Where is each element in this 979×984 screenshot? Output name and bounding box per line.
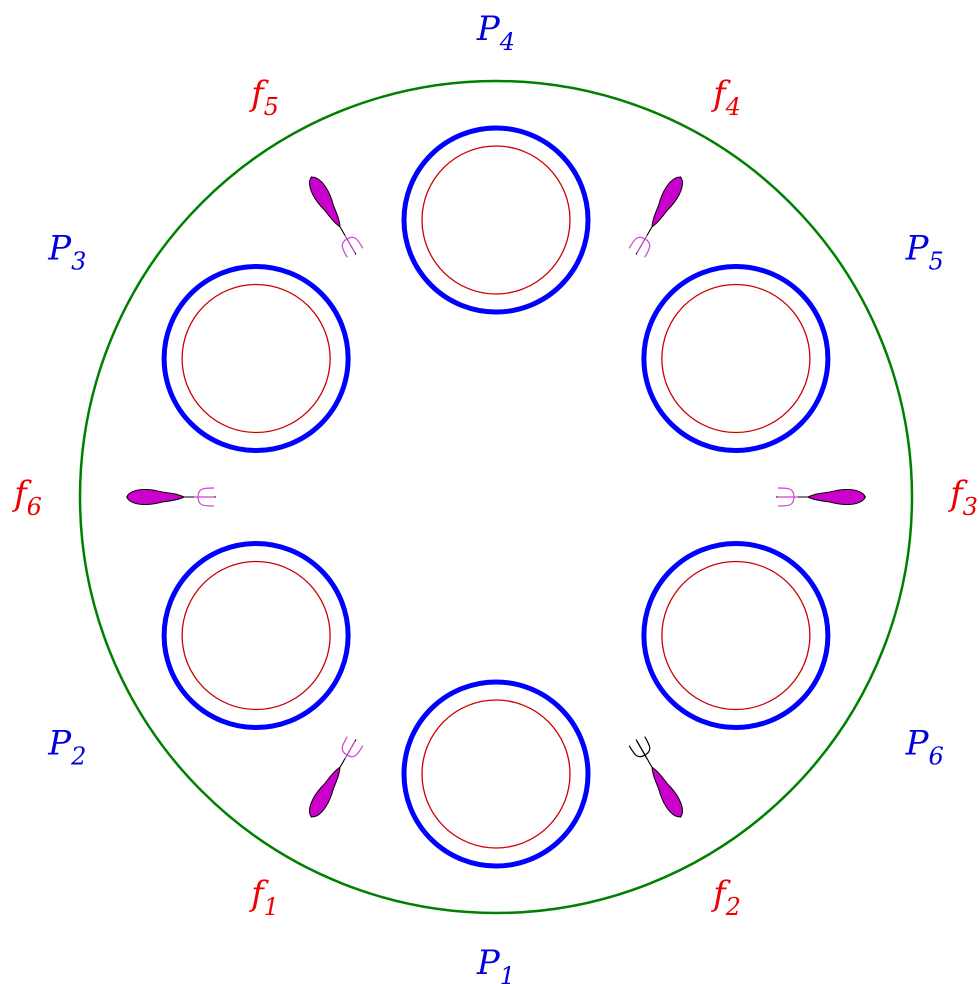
plate-center bbox=[661, 283, 811, 434]
fork-f3-icon bbox=[776, 487, 866, 507]
plate-rim bbox=[641, 264, 831, 453]
label-letter: P bbox=[476, 9, 501, 49]
plate-center bbox=[181, 283, 331, 434]
plate-rim bbox=[161, 264, 351, 453]
philosopher-label-p5: P5 bbox=[905, 229, 944, 276]
table-circle bbox=[78, 79, 914, 915]
plate-p6 bbox=[641, 541, 831, 730]
fork-f4-icon bbox=[628, 176, 683, 258]
label-index: 6 bbox=[27, 493, 42, 521]
label-letter: P bbox=[47, 229, 72, 269]
label-letter: P bbox=[905, 229, 930, 269]
fork-label-f2: f2 bbox=[710, 874, 741, 921]
philosopher-label-p1: P1 bbox=[476, 943, 515, 984]
label-index: 5 bbox=[928, 248, 943, 276]
label-index: 3 bbox=[963, 493, 978, 521]
label-index: 2 bbox=[725, 893, 741, 921]
plate-p4 bbox=[401, 125, 591, 315]
label-index: 4 bbox=[499, 28, 515, 56]
plate-p1 bbox=[401, 679, 591, 869]
plate-p2 bbox=[161, 541, 351, 730]
fork-f2-icon bbox=[628, 736, 683, 818]
plate-p3 bbox=[161, 264, 351, 453]
philosopher-label-p3: P3 bbox=[47, 229, 86, 276]
label-letter: P bbox=[47, 724, 72, 764]
fork-label-f4: f4 bbox=[710, 74, 741, 121]
label-letter: P bbox=[476, 943, 501, 983]
label-letter: P bbox=[905, 724, 930, 764]
fork-f6-icon bbox=[126, 487, 216, 507]
plate-rim bbox=[401, 125, 591, 315]
fork-f5-icon bbox=[309, 176, 364, 258]
fork-label-f1: f1 bbox=[248, 874, 279, 921]
label-index: 5 bbox=[264, 93, 279, 121]
philosopher-label-p2: P2 bbox=[47, 724, 86, 771]
philosopher-label-p4: P4 bbox=[476, 9, 515, 56]
label-index: 1 bbox=[500, 962, 515, 984]
plate-center bbox=[661, 560, 811, 711]
fork-label-f6: f6 bbox=[11, 474, 42, 521]
plate-center bbox=[421, 145, 571, 295]
fork-label-f5: f5 bbox=[248, 74, 279, 121]
label-index: 6 bbox=[928, 743, 943, 771]
label-index: 3 bbox=[71, 248, 86, 276]
plate-p5 bbox=[641, 264, 831, 453]
plate-rim bbox=[401, 679, 591, 869]
fork-f1-icon bbox=[309, 736, 364, 818]
plate-center bbox=[181, 560, 331, 711]
plate-rim bbox=[641, 541, 831, 730]
label-index: 4 bbox=[725, 93, 741, 121]
label-index: 2 bbox=[70, 743, 86, 771]
fork-label-f3: f3 bbox=[947, 474, 978, 521]
plate-center bbox=[421, 699, 571, 849]
plate-rim bbox=[161, 541, 351, 730]
philosopher-label-p6: P6 bbox=[905, 724, 944, 771]
label-index: 1 bbox=[264, 893, 279, 921]
